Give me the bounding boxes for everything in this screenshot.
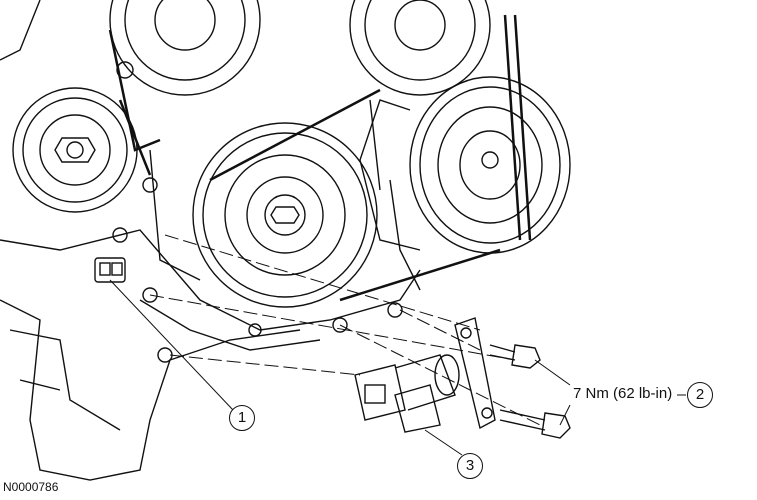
crankshaft-pulley (192, 122, 378, 308)
figure-id: N0000786 (3, 480, 59, 494)
sensor-connector (94, 257, 126, 283)
crankshaft-position-sensor (354, 354, 460, 433)
engine-block (0, 0, 421, 481)
alignment-lines (149, 234, 541, 426)
torque-spec-label: 7 Nm (62 lb-in) (573, 385, 673, 402)
engine-bolts (112, 61, 403, 363)
callout-1: 1 (229, 405, 255, 431)
tensioner-pulley (12, 87, 138, 213)
callout-3: 3 (457, 453, 483, 479)
sensor-bolts (489, 344, 571, 439)
sensor-bracket (454, 317, 496, 430)
leader-lines (109, 279, 686, 456)
upper-pulleys (109, 0, 491, 96)
drive-belt (108, 14, 532, 302)
ac-compressor-pulley (359, 76, 571, 254)
callout-2: 2 (687, 382, 713, 408)
